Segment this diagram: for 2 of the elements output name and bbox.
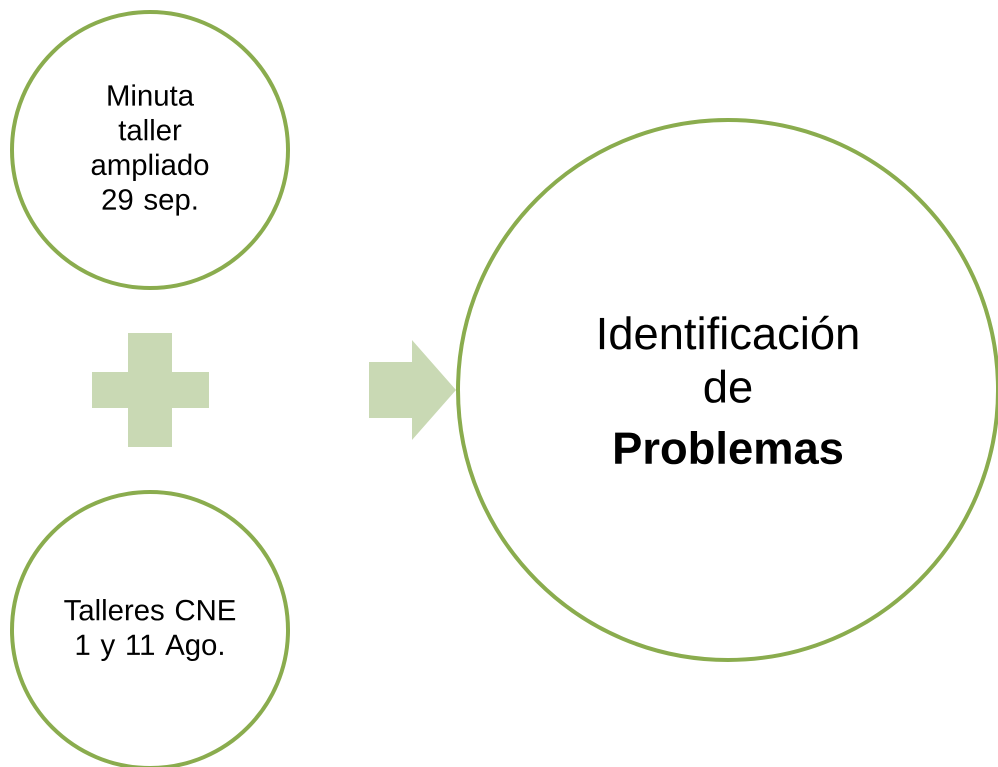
block-arrow [369,340,456,440]
circle-node: Minuta taller ampliado 29 sep. [10,10,290,290]
